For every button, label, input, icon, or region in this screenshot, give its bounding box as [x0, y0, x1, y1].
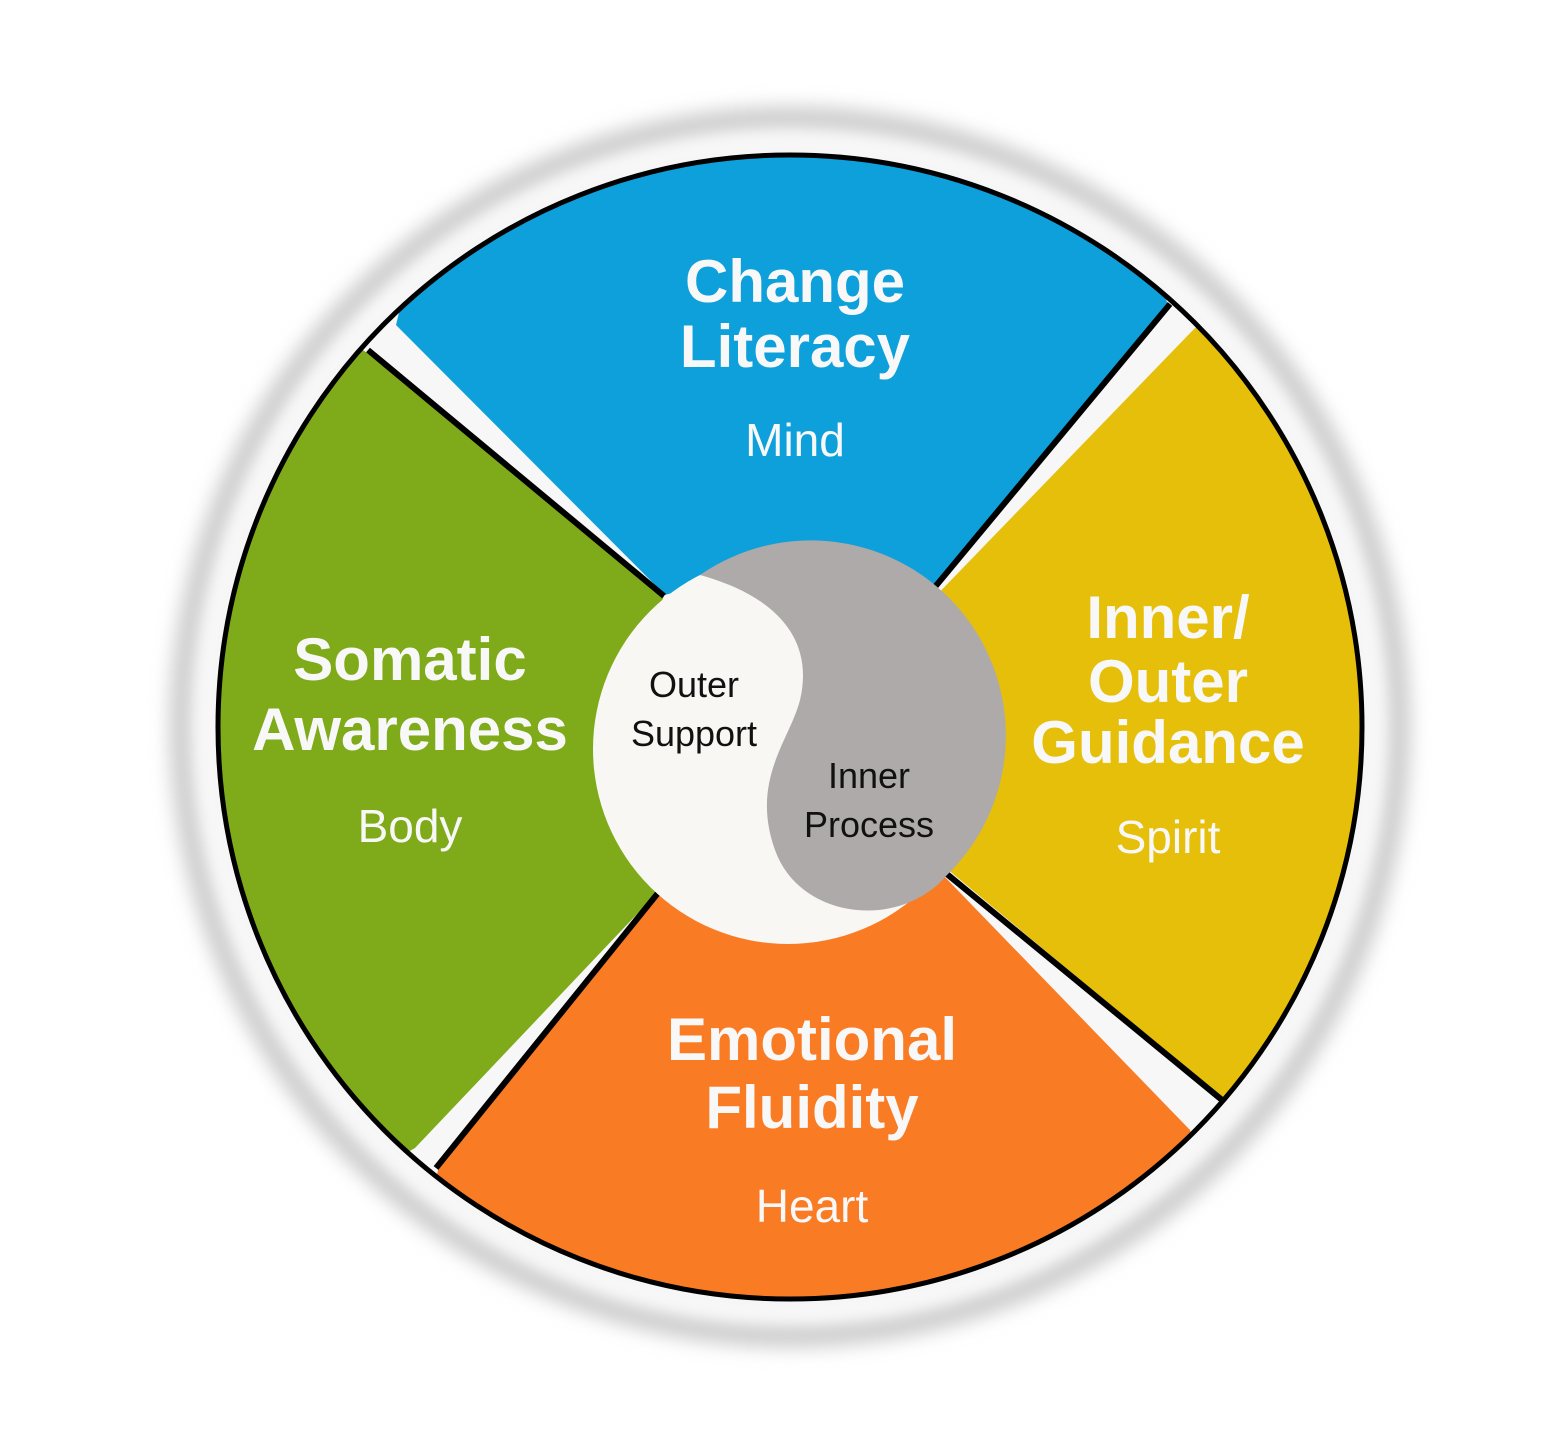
segment-title-line: Change: [685, 248, 905, 315]
segment-title-line: Literacy: [680, 313, 911, 380]
segment-title-line: Emotional: [667, 1006, 957, 1073]
shadow-ring: [169, 106, 1411, 1348]
segment-title-line: Somatic: [293, 626, 526, 693]
center-dark-half: [700, 540, 1006, 911]
segment-subtitle: Heart: [756, 1180, 869, 1232]
segment-heart: [400, 872, 1250, 1299]
center-dark-line: Process: [804, 804, 934, 845]
segment-title-line: Inner/: [1086, 584, 1250, 651]
separator-sw: [433, 891, 661, 1170]
center-dark-line: Inner: [828, 755, 910, 796]
label-mind: Change Literacy Mind: [680, 248, 911, 466]
label-outer-support: Outer Support: [631, 664, 757, 754]
segment-subtitle: Spirit: [1116, 811, 1221, 863]
label-heart: Emotional Fluidity Heart: [667, 1006, 957, 1232]
segment-title-line: Fluidity: [705, 1074, 919, 1141]
segment-title-line: Outer: [1088, 648, 1248, 715]
center-light-line: Support: [631, 713, 757, 754]
center-light-line: Outer: [649, 664, 739, 705]
center-circle: [593, 540, 1006, 944]
segment-spirit: [928, 250, 1362, 1200]
segment-mind: [396, 155, 1168, 604]
segment-title-line: Guidance: [1031, 709, 1304, 776]
label-inner-process: Inner Process: [804, 755, 934, 845]
label-spirit: Inner/ Outer Guidance Spirit: [1031, 584, 1304, 863]
segment-subtitle: Body: [358, 800, 463, 852]
wheel-outline: [215, 152, 1365, 1302]
segment-title-line: Awareness: [252, 696, 568, 763]
separator-nw: [366, 347, 666, 599]
label-body: Somatic Awareness Body: [252, 626, 568, 852]
separator-se: [940, 867, 1224, 1103]
segment-subtitle: Mind: [745, 414, 845, 466]
separator-ne: [917, 302, 1173, 607]
